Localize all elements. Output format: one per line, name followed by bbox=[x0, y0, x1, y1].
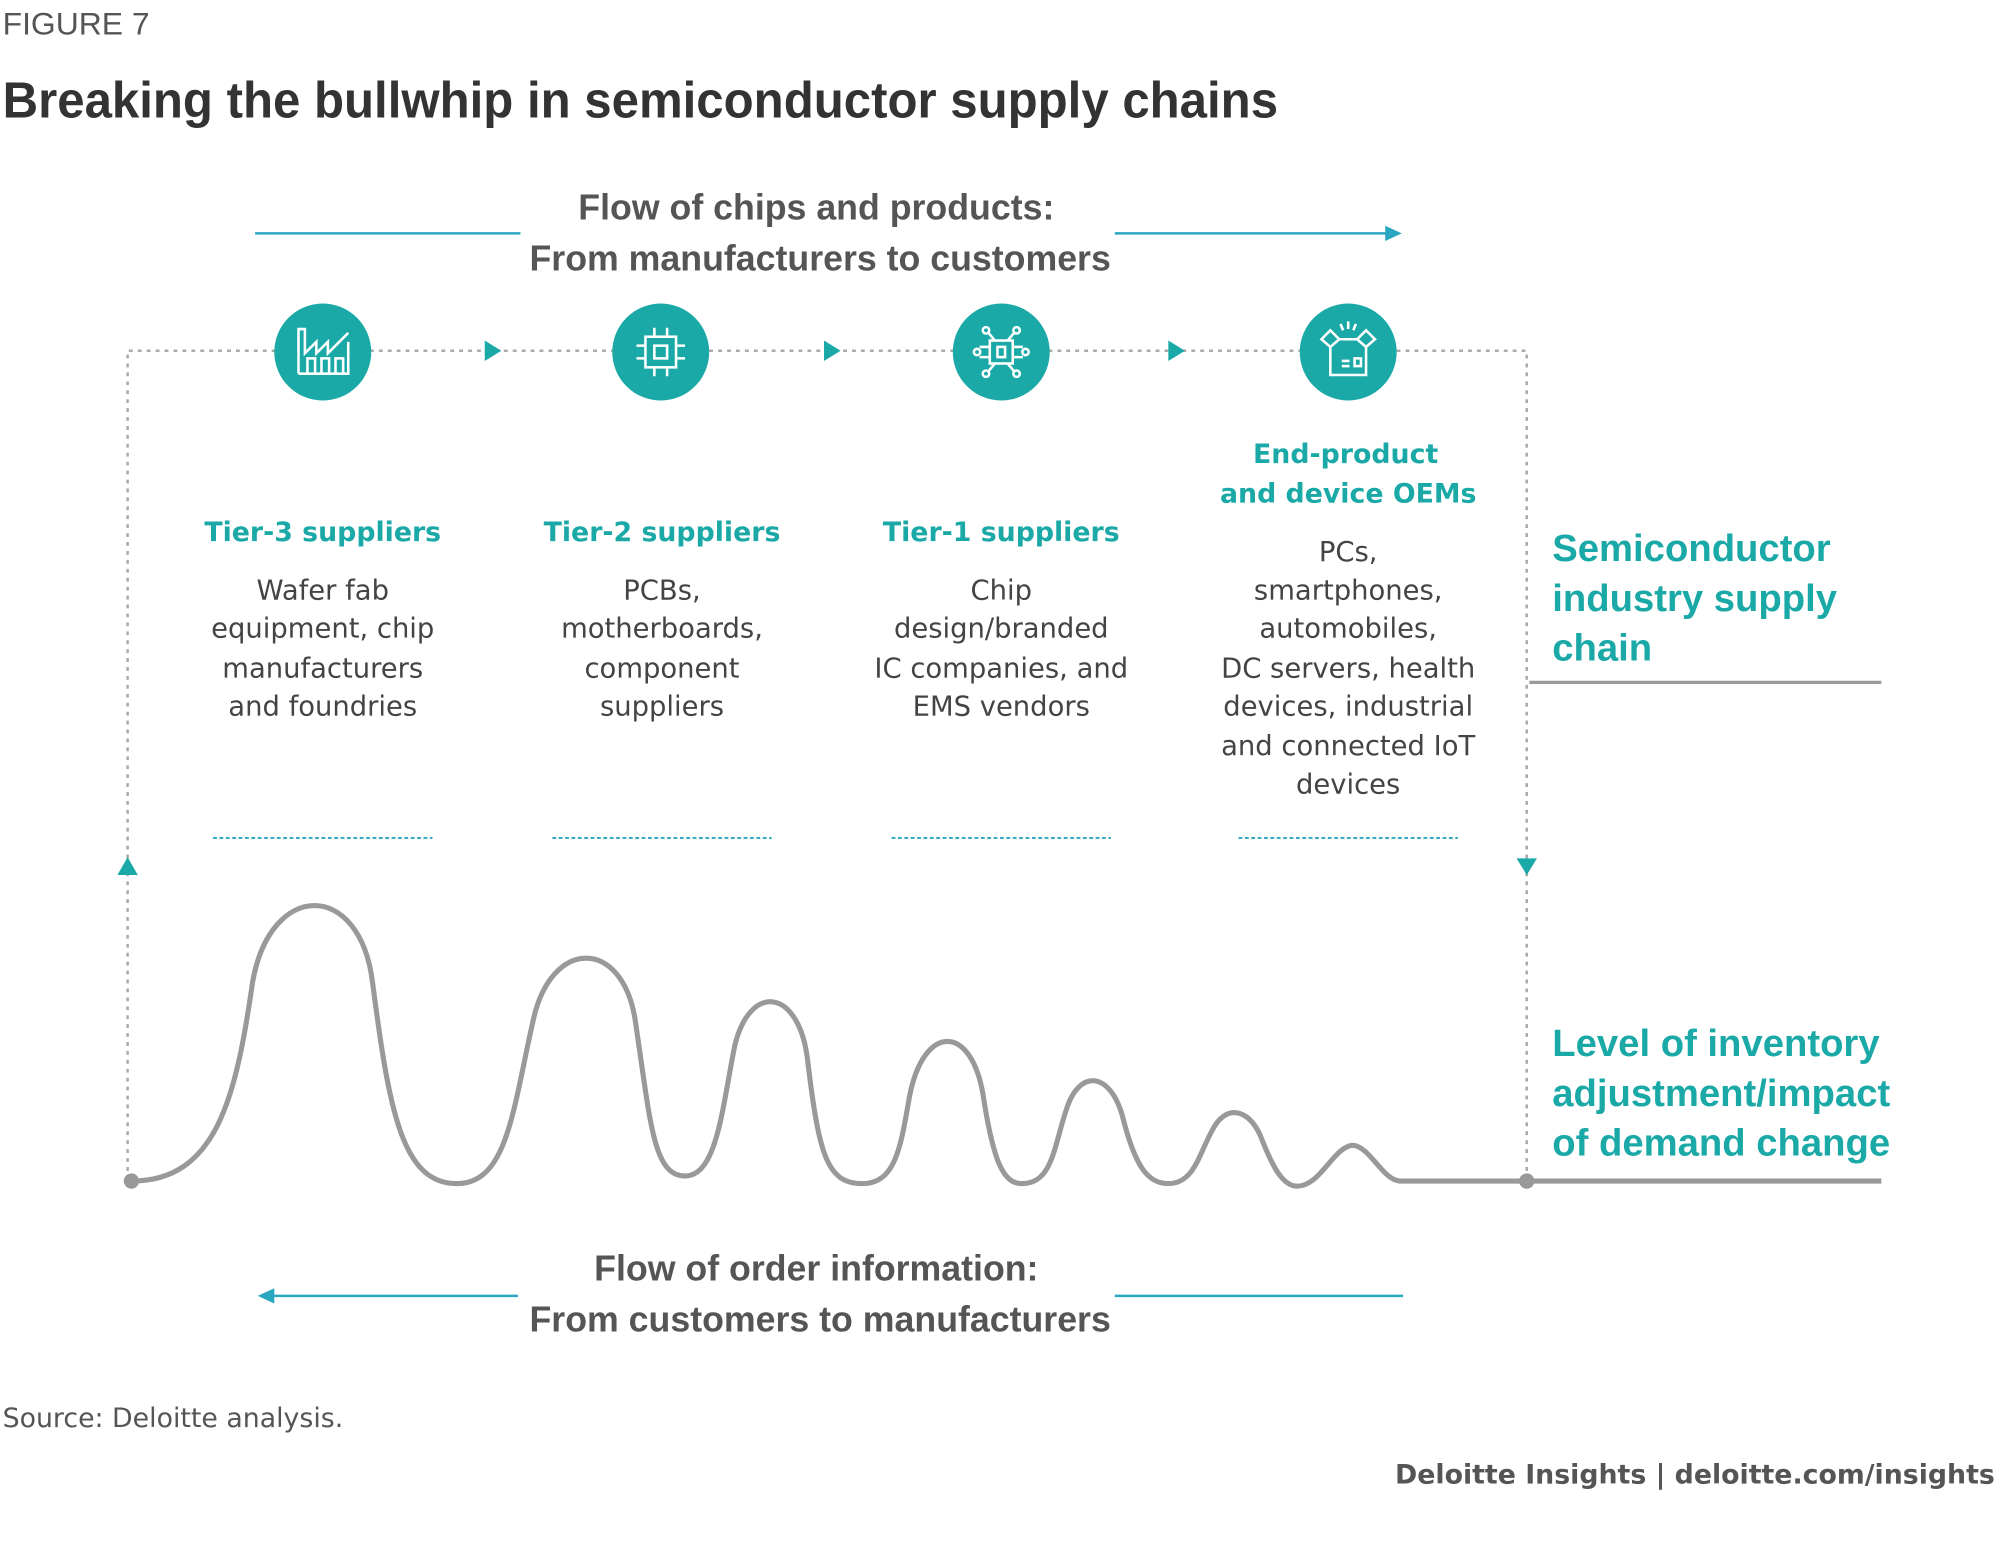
tier-desc: Chip bbox=[971, 575, 1033, 606]
tier-desc: equipment, chip bbox=[211, 614, 434, 645]
tier-desc: EMS vendors bbox=[913, 692, 1090, 723]
tier-1-block: Tier-1 suppliers Chip design/branded IC … bbox=[874, 517, 1128, 839]
wave-end-dot bbox=[1519, 1173, 1535, 1189]
chip-icon bbox=[612, 303, 710, 401]
inventory-label: Level of inventory adjustment/impact of … bbox=[1552, 1022, 1890, 1164]
oem-block: End-product and device OEMs PCs, smartph… bbox=[1220, 439, 1476, 839]
tier-desc: motherboards, bbox=[561, 614, 763, 645]
tier-desc: component bbox=[584, 653, 739, 684]
figure-label: FIGURE 7 bbox=[3, 5, 150, 41]
wave-start-dot bbox=[123, 1173, 140, 1189]
side-label-line: of demand change bbox=[1552, 1122, 1890, 1165]
top-flow-line1: Flow of chips and products: bbox=[578, 187, 1054, 227]
open-box-icon bbox=[1299, 303, 1397, 401]
footer-credit: Deloitte Insights | deloitte.com/insight… bbox=[1395, 1459, 1995, 1490]
side-label-line: Level of inventory bbox=[1552, 1022, 1880, 1065]
tier-title: Tier-1 suppliers bbox=[883, 517, 1120, 548]
source-note: Source: Deloitte analysis. bbox=[3, 1403, 344, 1434]
top-flow-line2: From manufacturers to customers bbox=[530, 238, 1111, 278]
tier-desc: devices bbox=[1296, 769, 1400, 800]
supply-chain-label: Semiconductor industry supply chain bbox=[1529, 527, 1882, 684]
tier-2-block: Tier-2 suppliers PCBs, motherboards, com… bbox=[544, 517, 781, 839]
tier-desc: IC companies, and bbox=[874, 653, 1128, 684]
bottom-flow-line1: Flow of order information: bbox=[594, 1249, 1038, 1289]
arrow-right-icon bbox=[1168, 340, 1185, 361]
side-label-line: adjustment/impact bbox=[1552, 1072, 1890, 1115]
factory-icon bbox=[274, 303, 372, 401]
tier-title: Tier-3 suppliers bbox=[204, 517, 441, 548]
bottom-flow-line2: From customers to manufacturers bbox=[530, 1300, 1111, 1340]
tier-desc: PCBs, bbox=[623, 575, 700, 606]
bullwhip-wave bbox=[131, 903, 1882, 1189]
tier-desc: and foundries bbox=[228, 692, 417, 723]
tier-desc: smartphones, bbox=[1254, 575, 1443, 606]
page-title: Breaking the bullwhip in semiconductor s… bbox=[3, 71, 1278, 128]
tier-desc: Wafer fab bbox=[257, 575, 389, 606]
tier-desc: and connected IoT bbox=[1221, 731, 1475, 762]
tier-desc: suppliers bbox=[600, 692, 724, 723]
tier-title: Tier-2 suppliers bbox=[544, 517, 781, 548]
tier-desc: PCs, bbox=[1319, 537, 1378, 568]
side-label-line: industry supply bbox=[1552, 577, 1838, 620]
arrow-down-icon bbox=[1516, 858, 1537, 875]
flow-arrowheads bbox=[117, 340, 1537, 875]
tier-desc: automobiles, bbox=[1259, 614, 1437, 645]
arrow-right-icon bbox=[484, 340, 502, 361]
tier-title: End-product bbox=[1253, 439, 1438, 470]
arrow-left-icon bbox=[257, 1288, 275, 1304]
side-label-line: chain bbox=[1552, 627, 1652, 670]
tier-desc: DC servers, health bbox=[1221, 653, 1475, 684]
circuit-icon bbox=[952, 303, 1050, 401]
arrow-right-icon bbox=[1385, 225, 1402, 242]
arrow-right-icon bbox=[823, 340, 841, 361]
tier-desc: design/branded bbox=[894, 614, 1109, 645]
tier-desc: devices, industrial bbox=[1223, 692, 1473, 723]
side-label-line: Semiconductor bbox=[1552, 527, 1831, 570]
tier-3-block: Tier-3 suppliers Wafer fab equipment, ch… bbox=[204, 517, 441, 839]
tier-desc: manufacturers bbox=[222, 653, 423, 684]
tier-title: and device OEMs bbox=[1220, 479, 1476, 510]
loop-dotted-line bbox=[126, 349, 1529, 1180]
arrow-up-icon bbox=[117, 857, 138, 875]
